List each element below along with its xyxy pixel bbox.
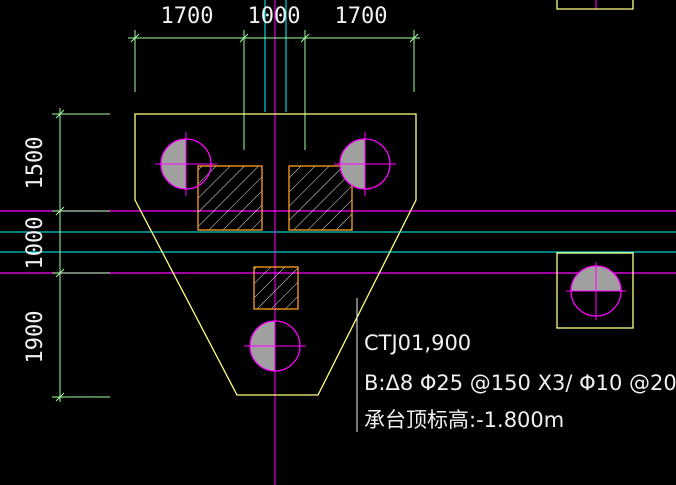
dimension-top [128,30,420,150]
pile-cap-outline[interactable] [134,113,417,396]
dim-top-2: 1000 [248,4,301,29]
cap-rebar-label: B:Δ8 Φ25 @150 X3/ Φ10 @200 [364,371,676,395]
adjacent-cap-top [556,0,634,10]
pile-top-right[interactable] [334,132,396,196]
pile-bottom[interactable] [244,314,306,378]
cap-elevation-label: 承台顶标高:-1.800m [364,408,564,432]
pile-top-left[interactable] [155,132,217,196]
dim-left-2: 1000 [23,217,48,270]
column-right[interactable] [288,165,353,231]
dim-left-1: 1500 [23,137,48,190]
column-bottom[interactable] [253,266,299,310]
dim-top-1: 1700 [161,4,214,29]
dimension-left [52,108,110,402]
dim-left-3: 1900 [23,311,48,364]
column-left[interactable] [197,165,263,231]
dim-top-3: 1700 [335,4,388,29]
adjacent-cap-right[interactable] [556,252,634,329]
cap-name-label: CTJ01,900 [364,331,471,355]
